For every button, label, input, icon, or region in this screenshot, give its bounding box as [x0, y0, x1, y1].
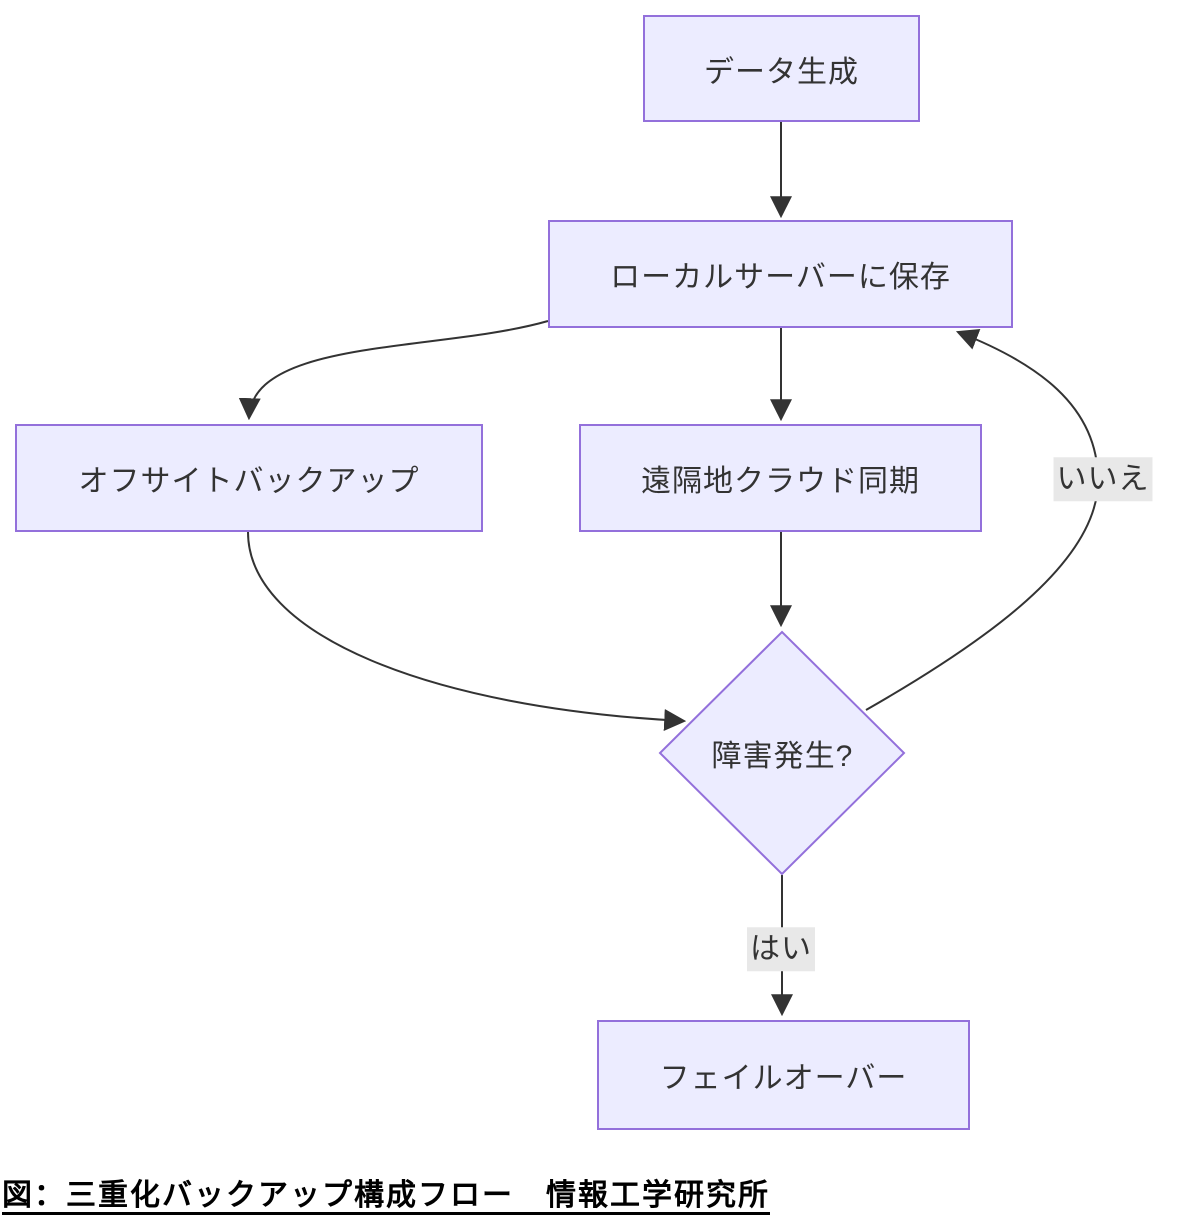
- node-remote-cloud-sync-label: 遠隔地クラウド同期: [641, 465, 920, 498]
- node-local-server-save: ローカルサーバーに保存: [548, 220, 1013, 328]
- edge-localsave-to-offsite: [238, 320, 549, 421]
- node-failure-check-label: 障害発生?: [711, 740, 854, 773]
- edge-label-yes: はい: [747, 927, 815, 971]
- node-data-generation-label: データ生成: [704, 55, 859, 89]
- node-failover: フェイルオーバー: [597, 1020, 970, 1130]
- node-failover-label: フェイルオーバー: [659, 1062, 908, 1095]
- edge-offsite-to-failurecheck: [247, 531, 687, 731]
- figure-caption: 図：三重化バックアップ構成フロー 情報工学研究所: [2, 1179, 770, 1212]
- node-failure-check: 障害発生?: [660, 632, 905, 874]
- node-offsite-backup-label: オフサイトバックアップ: [78, 465, 420, 498]
- node-local-server-save-label: ローカルサーバーに保存: [610, 261, 951, 294]
- node-data-generation: データ生成: [643, 15, 920, 122]
- edge-label-no: いいえ: [1053, 457, 1153, 501]
- decision-diamond-shape: [658, 630, 906, 876]
- node-offsite-backup: オフサイトバックアップ: [15, 424, 483, 532]
- node-remote-cloud-sync: 遠隔地クラウド同期: [579, 424, 982, 532]
